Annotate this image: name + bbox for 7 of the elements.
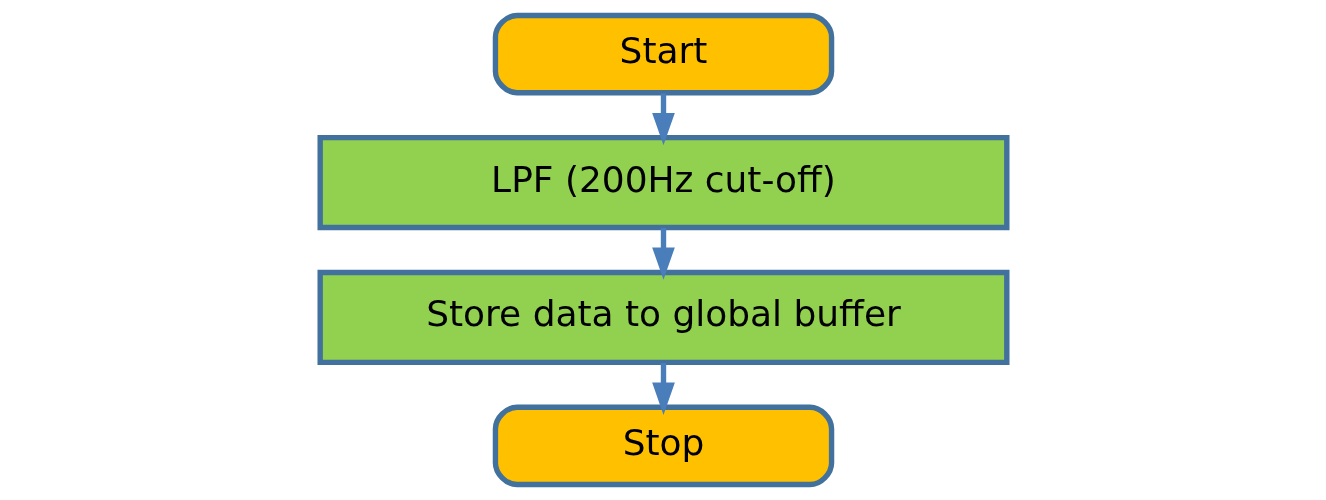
- arrow: [651, 228, 675, 280]
- arrow: [651, 93, 675, 146]
- arrow: [651, 362, 675, 416]
- node-box: LPF (200Hz cut-off): [317, 134, 1009, 231]
- node-box: Store data to global buffer: [317, 269, 1009, 366]
- node-box: Start: [492, 12, 834, 96]
- node-box: Stop: [492, 404, 834, 488]
